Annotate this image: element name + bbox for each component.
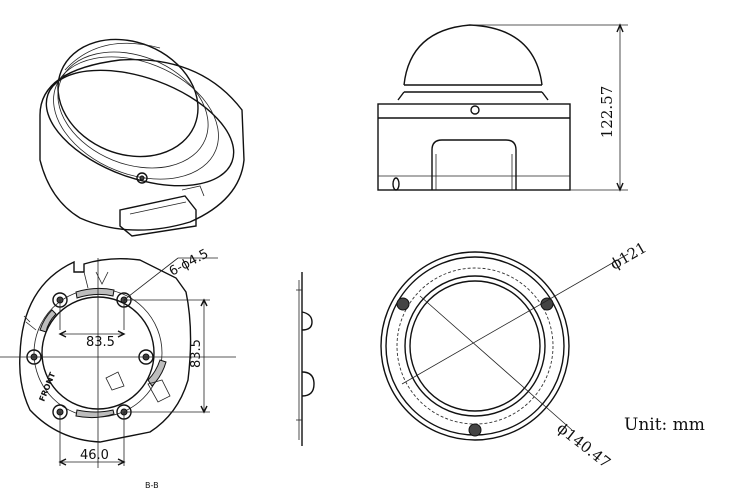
section-marker: B-B [145, 481, 159, 490]
front-marking: FRONT [38, 371, 58, 403]
holes-callout: 6-ϕ4.5 [167, 246, 211, 279]
section-edge-view [296, 272, 315, 446]
isometric-view [39, 38, 245, 237]
bracket-spacing-vertical: 83.5 [189, 339, 204, 368]
bracket-spacing-horizontal: 83.5 [86, 335, 115, 350]
unit-label: Unit: mm [624, 415, 705, 435]
top-view [380, 251, 629, 441]
outer-diameter-dimension: ϕ121 [607, 238, 650, 273]
height-dimension: 122.57 [598, 86, 616, 139]
bracket-spacing-bottom: 46.0 [80, 448, 109, 463]
bracket-plate-view [0, 257, 236, 468]
side-view [377, 23, 628, 192]
flange-diameter-dimension: ϕ140.47 [554, 419, 615, 472]
